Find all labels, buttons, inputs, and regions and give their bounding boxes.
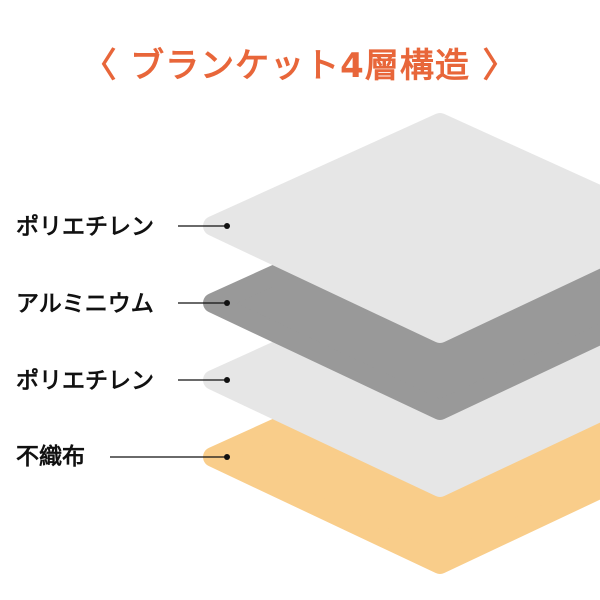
layer-polyethylene-top (203, 113, 600, 343)
leader-dot-polyethylene-bottom (224, 377, 230, 383)
layer-label-2: アルミニウム (16, 291, 154, 317)
leader-dot-polyethylene-top (224, 223, 230, 229)
layer-label-1: ポリエチレン (16, 214, 154, 240)
layer-label-3: ポリエチレン (16, 368, 154, 394)
leader-dot-aluminium (224, 300, 230, 306)
leader-dot-nonwoven (224, 454, 230, 460)
diagram-title: 〈 ブランケット4層構造 〉 (82, 46, 518, 86)
layer-label-4: 不織布 (16, 444, 85, 470)
